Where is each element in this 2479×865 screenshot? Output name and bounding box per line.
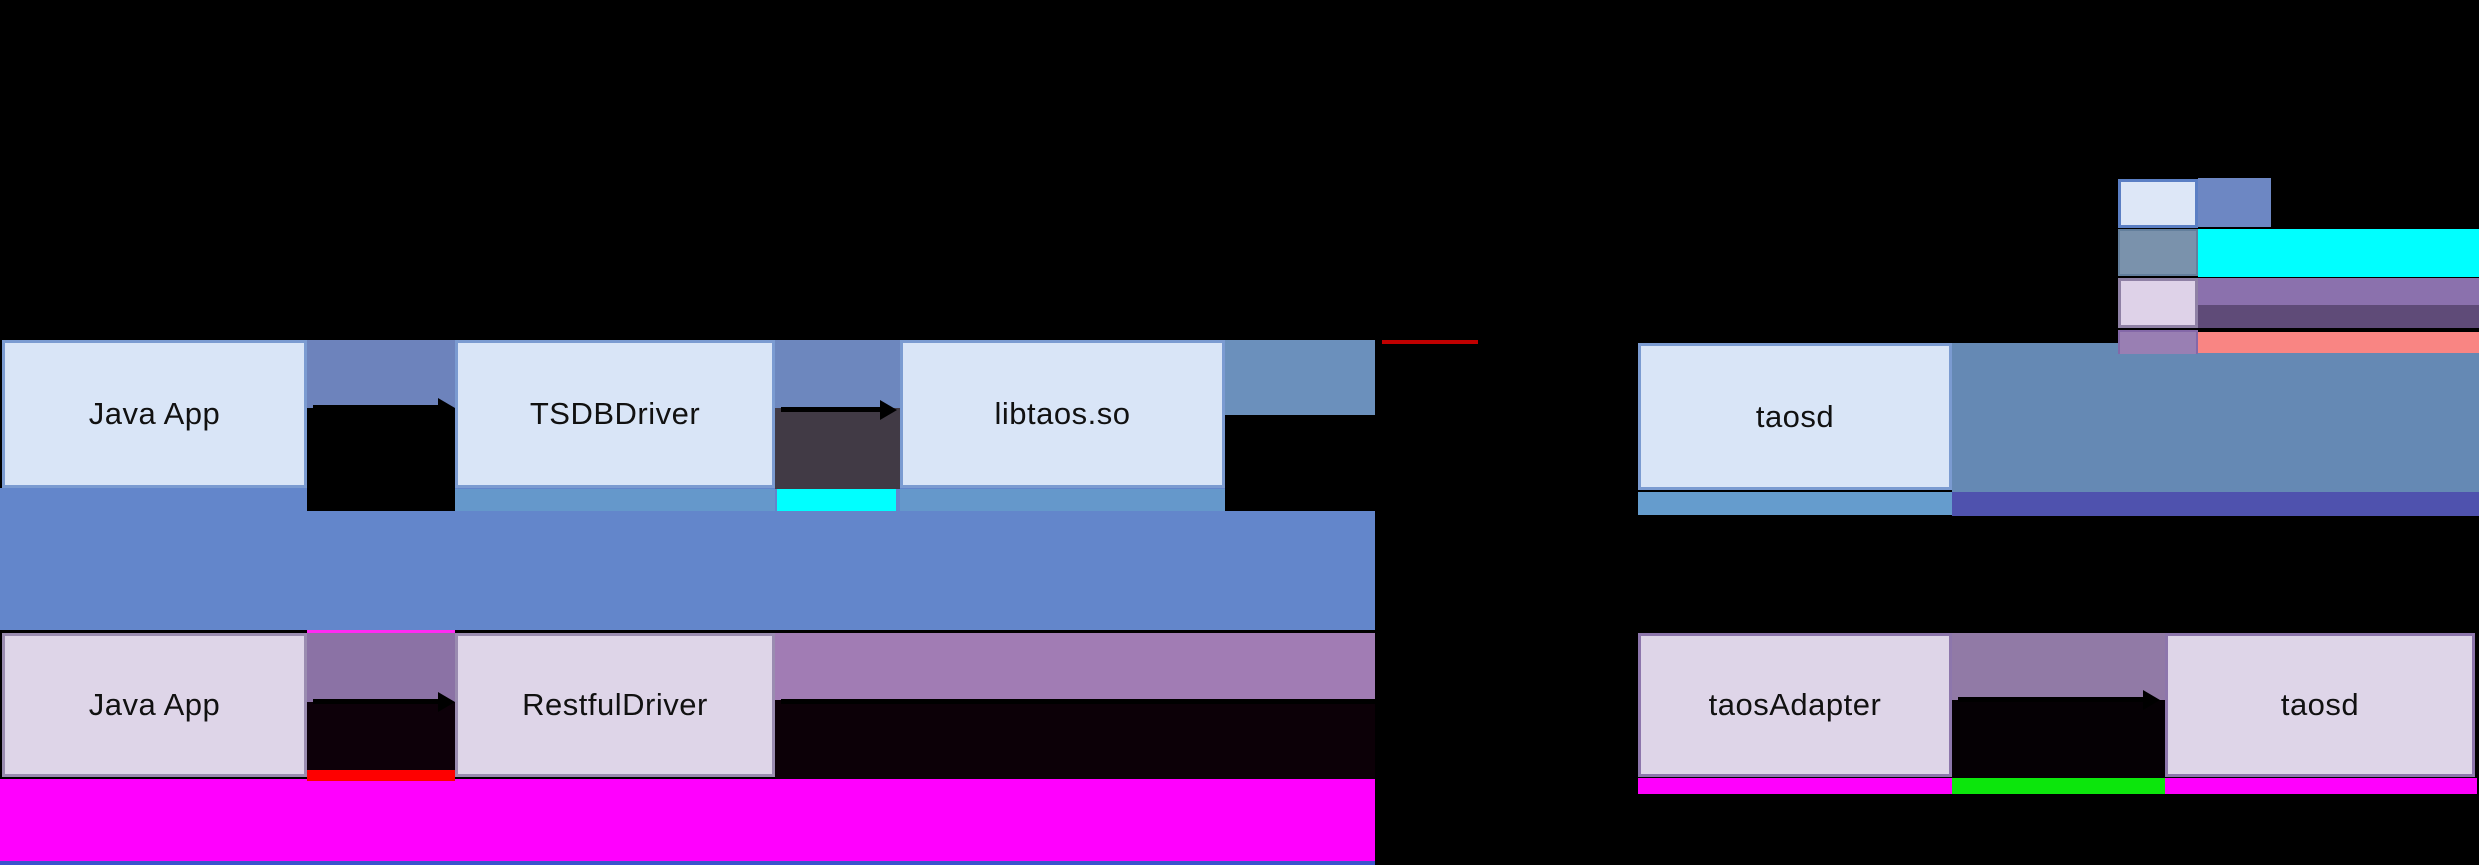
- magenta-topline: [307, 630, 455, 633]
- box-java-app-jni-label: Java App: [88, 396, 221, 431]
- legend-swatch-jni-box: [2118, 179, 2198, 228]
- legend-swatch-jni-band: [2118, 229, 2198, 276]
- arrow-tsdbdriver-to-libtaos: [781, 407, 882, 412]
- jni-blue-band: [0, 488, 1375, 630]
- box-taosadapter: taosAdapter: [1638, 633, 1952, 777]
- green-strip: [1952, 778, 2165, 794]
- box-java-app-restful-label: Java App: [88, 687, 221, 722]
- steel-block-right-of-taosd: [1952, 343, 2479, 492]
- legend-bar-3: [2198, 278, 2479, 305]
- connector-tsdbdriver-libtaos-fill: [775, 340, 900, 408]
- box-restfuldriver: RestfulDriver: [455, 633, 775, 777]
- steel-strip-under-taosd: [1638, 492, 1952, 515]
- steel-strip-under-tsdbdriver: [455, 489, 775, 511]
- connector-tsdbdriver-libtaos-shadow: [775, 408, 900, 489]
- box-libtaos: libtaos.so: [900, 340, 1225, 488]
- connector-javaapp-tsdbdriver-shadow: [307, 408, 455, 511]
- arrowhead-libtaos-to-taosd-icon: [1615, 415, 1632, 435]
- red-line: [1382, 340, 1478, 344]
- box-taosd-restful-label: taosd: [2280, 687, 2360, 722]
- arrow-taosadapter-to-taosd: [1958, 697, 2145, 702]
- box-java-app-jni: Java App: [2, 340, 307, 488]
- arrow-restfuldriver-to-taosadapter: [781, 699, 1617, 704]
- box-taosadapter-label: taosAdapter: [1708, 687, 1882, 722]
- box-libtaos-label: libtaos.so: [994, 396, 1131, 431]
- legend-bar-4: [2198, 332, 2479, 353]
- arrowhead-javaapp-to-restfuldriver-icon: [438, 692, 455, 712]
- dark-block-right-of-restfuldriver: [775, 700, 1375, 779]
- box-tsdbdriver: TSDBDriver: [455, 340, 775, 488]
- box-java-app-restful: Java App: [2, 633, 307, 777]
- red-strip: [307, 770, 455, 781]
- arrow-javaapp-to-restfuldriver: [313, 699, 439, 704]
- arrow-libtaos-to-taosd: [1385, 422, 1617, 427]
- legend-bar-1: [2198, 178, 2271, 227]
- box-taosd-jni-label: taosd: [1755, 398, 1835, 434]
- mauve-block-right-of-restfuldriver: [775, 633, 1375, 700]
- arrowhead-tsdbdriver-to-libtaos-icon: [880, 400, 897, 420]
- legend-swatch-restful-band: [2118, 330, 2198, 354]
- arrowhead-taosadapter-to-taosd-icon: [2143, 690, 2160, 710]
- box-restfuldriver-label: RestfulDriver: [522, 687, 708, 722]
- connector-javaapp-restfuldriver-shadow: [307, 702, 455, 770]
- connector-javaapp-tsdbdriver-fill: [307, 340, 455, 408]
- steel-block-right-of-libtaos: [1225, 340, 1375, 415]
- magenta-strip-under-taosadapter: [1638, 778, 1952, 794]
- steel-strip-under-libtaos: [900, 489, 1225, 511]
- arrowhead-restfuldriver-to-taosadapter-icon: [1616, 692, 1633, 712]
- black-block-right-of-libtaos: [1225, 415, 1375, 511]
- indigo-strip: [1952, 492, 2479, 516]
- bottom-blue-line: [0, 861, 1375, 865]
- connector-taosadapter-taosd-shadow: [1952, 700, 2165, 778]
- box-taosd-jni: taosd: [1638, 343, 1952, 490]
- connector-javaapp-restfuldriver-fill: [307, 633, 455, 702]
- legend-bar-2: [2198, 229, 2479, 277]
- cyan-strip: [777, 489, 896, 511]
- arrow-javaapp-to-tsdbdriver: [313, 405, 439, 410]
- connector-taosadapter-taosd-fill: [1952, 633, 2165, 700]
- arrowhead-javaapp-to-tsdbdriver-icon: [438, 398, 455, 418]
- restful-magenta-band: [0, 779, 1375, 865]
- box-tsdbdriver-label: TSDBDriver: [529, 396, 701, 431]
- legend-bar-3b: [2198, 305, 2479, 328]
- legend-swatch-restful-box: [2118, 278, 2198, 328]
- magenta-strip-under-taosd: [2165, 778, 2477, 794]
- box-taosd-restful: taosd: [2165, 633, 2475, 777]
